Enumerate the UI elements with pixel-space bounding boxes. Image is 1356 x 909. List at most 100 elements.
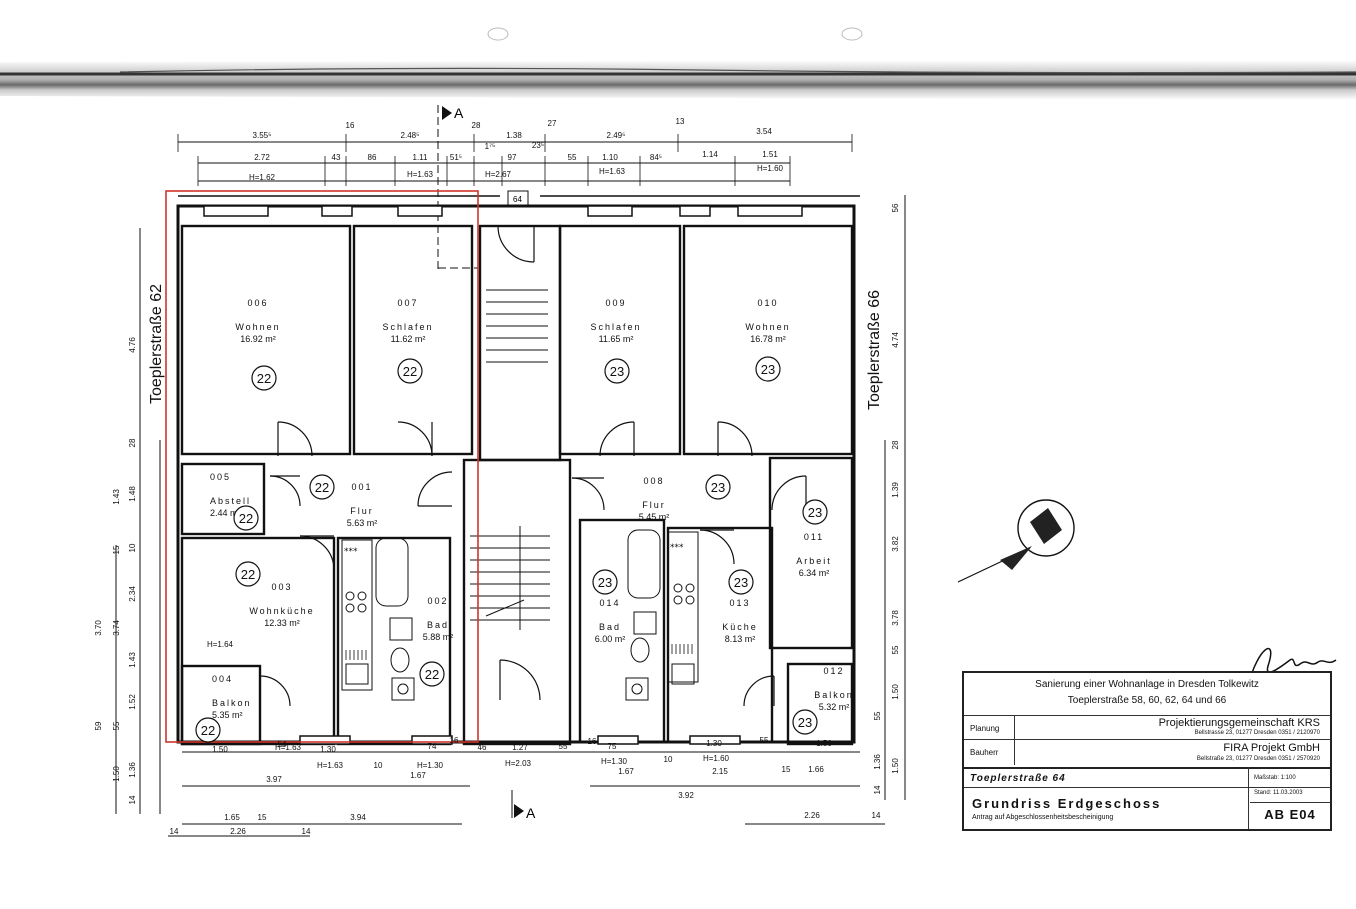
room-number: 002 xyxy=(427,596,448,606)
project-line-2: Toeplerstraße 58, 60, 62, 64 und 66 xyxy=(1067,695,1227,706)
date-label: Stand: 11.03.2003 xyxy=(1254,790,1303,796)
room-name: Wohnen xyxy=(745,322,790,332)
dimension-label: 3.94 xyxy=(350,813,366,822)
height-label: H=1.64 xyxy=(207,640,234,649)
dimension-label: 2.48⁵ xyxy=(401,131,420,140)
signature-icon xyxy=(1247,647,1337,687)
room-name: Schlafen xyxy=(382,322,433,332)
room-area: 11.62 m² xyxy=(391,334,426,344)
dimension-label: 55 xyxy=(873,711,882,720)
dimension-label: 1.38 xyxy=(506,131,522,140)
section-mark-bottom: A xyxy=(526,805,536,821)
unit-circle xyxy=(792,709,818,735)
dimension-label: 14 xyxy=(873,785,882,794)
unit-circle xyxy=(397,358,423,384)
room-number: 008 xyxy=(643,476,664,486)
dimension-label: 1.27 xyxy=(512,743,528,752)
unit-number: 23 xyxy=(711,480,725,495)
dimension-label: 4.76 xyxy=(128,337,137,353)
dimension-label: 3.55⁵ xyxy=(253,131,272,140)
dimension-label: 1.66 xyxy=(808,765,824,774)
dimension-label: 1.52 xyxy=(128,694,137,710)
room-area: 12.33 m² xyxy=(264,618,300,628)
room-number: 010 xyxy=(757,298,778,308)
dimension-label: 4.74 xyxy=(891,332,900,348)
dimension-label: 1.43 xyxy=(128,652,137,668)
room-name: Wohnen xyxy=(235,322,280,332)
bauherr-address: Bellstraße 23, 01277 Dresden 0351 / 2570… xyxy=(1196,756,1320,762)
room-area: 5.32 m² xyxy=(819,702,850,712)
street-label-left: Toeplerstraße 62 xyxy=(148,283,165,404)
room-area: 5.88 m² xyxy=(423,632,454,642)
unit-number: 22 xyxy=(425,667,439,682)
dimension-label: 1.50 xyxy=(212,745,228,754)
drawing-title: Grundriss Erdgeschoss xyxy=(972,796,1162,811)
dimension-label: 55 xyxy=(559,742,568,751)
planung-name: Projektierungsgemeinschaft KRS xyxy=(1158,717,1320,729)
dimension-label: 51⁵ xyxy=(450,153,462,162)
unit-number: 22 xyxy=(201,723,215,738)
room-area: 16.92 m² xyxy=(240,334,276,344)
room-area: 2.44 m² xyxy=(210,508,241,518)
height-label: H=1.63 xyxy=(275,743,302,752)
dimension-label: 1.67 xyxy=(618,767,634,776)
dimension-label: 2.26 xyxy=(230,827,246,836)
dimension-label: H=1.63 xyxy=(407,170,434,179)
unit-circle xyxy=(195,717,221,743)
dimension-label: 1.14 xyxy=(702,150,718,159)
svg-text:***: *** xyxy=(670,543,684,553)
room-name: Abstell xyxy=(210,496,251,506)
dimension-label: 13 xyxy=(676,117,685,126)
dimension-label: 1.30 xyxy=(320,745,336,754)
dimension-label: 2.26 xyxy=(804,811,820,820)
room-name: Wohnküche xyxy=(249,606,314,616)
svg-text:***: *** xyxy=(344,547,358,557)
dimension-label: 1.51 xyxy=(762,150,778,159)
dimension-label: 2.15 xyxy=(712,767,728,776)
dimension-label: H=1.62 xyxy=(249,173,276,182)
planung-label: Planung xyxy=(970,724,1000,733)
north-arrow-icon xyxy=(957,499,1075,583)
dimension-label: 55 xyxy=(112,721,121,730)
dimension-label: 97 xyxy=(508,153,517,162)
dimension-label: H=2.03 xyxy=(505,759,532,768)
dimension-label: H=1.63 xyxy=(599,167,626,176)
dimension-label: 1.36 xyxy=(873,754,882,770)
scan-fold-band xyxy=(0,27,1356,100)
unit-circle xyxy=(419,661,445,687)
dimension-label: 28 xyxy=(891,440,900,449)
unit-number: 22 xyxy=(403,364,417,379)
dimension-label: 74 xyxy=(428,742,437,751)
unit-number: 23 xyxy=(734,575,748,590)
dimension-label: 86 xyxy=(368,153,377,162)
unit-circle xyxy=(235,561,261,587)
unit-number: 23 xyxy=(798,715,812,730)
dimension-label: 28 xyxy=(472,121,481,130)
dimension-label: 28 xyxy=(128,438,137,447)
dimension-label: H=2.67 xyxy=(485,170,512,179)
title-block: Sanierung einer Wohnanlage in Dresden To… xyxy=(962,671,1332,831)
unit-number: 23 xyxy=(610,364,624,379)
dimension-label: 1.50 xyxy=(891,758,900,774)
room-number: 005 xyxy=(210,472,231,482)
section-mark-top: A xyxy=(454,105,464,121)
dimension-label: 1.30 xyxy=(706,739,722,748)
dimension-label: 84⁵ xyxy=(650,153,662,162)
unit-circle xyxy=(802,499,828,525)
unit-circle xyxy=(251,365,277,391)
address-label: Toeplerstraße 64 xyxy=(970,773,1066,784)
room-name: Flur xyxy=(642,500,666,510)
unit-circle xyxy=(604,358,630,384)
dimension-label: 10 xyxy=(128,543,137,552)
dimension-label: 14 xyxy=(128,795,137,804)
dimension-label: 59 xyxy=(94,721,103,730)
room-area: 5.63 m² xyxy=(347,518,378,528)
dimension-label: 56 xyxy=(891,203,900,212)
room-name: Küche xyxy=(722,622,758,632)
